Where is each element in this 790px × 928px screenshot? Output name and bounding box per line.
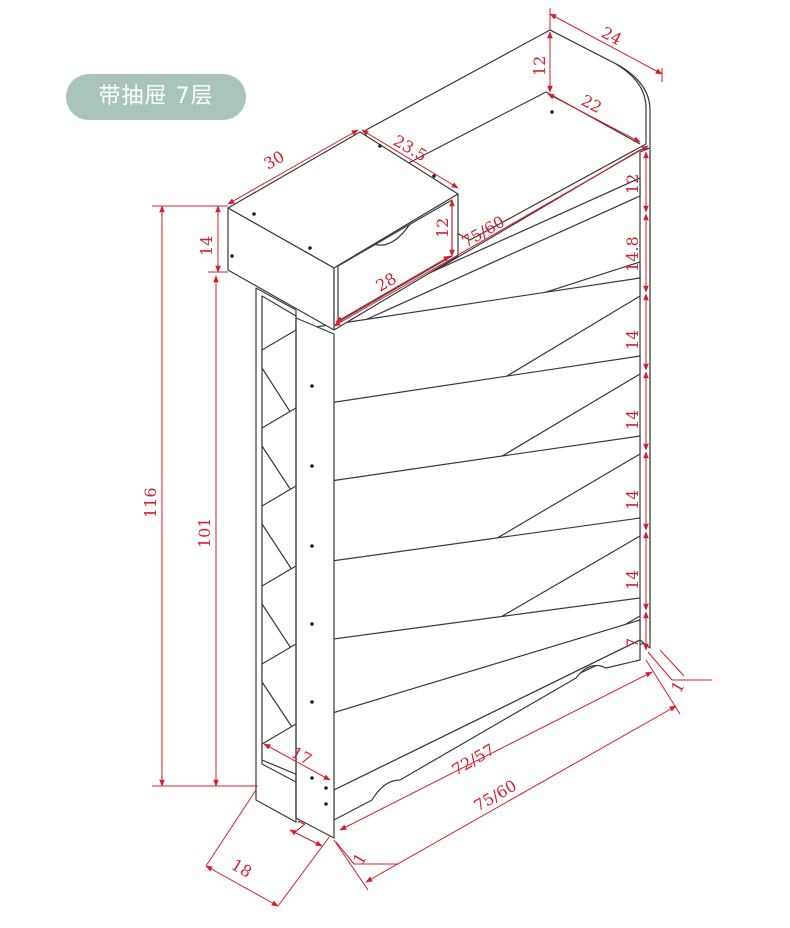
hole — [310, 464, 314, 468]
hole — [252, 212, 256, 216]
hole — [308, 246, 312, 250]
dim-total-depth: 18 — [228, 855, 255, 882]
hole — [310, 544, 314, 548]
dimension-lines — [152, 8, 712, 907]
dim-top-rail-height: 12 — [530, 56, 549, 76]
hole — [550, 110, 554, 114]
dim-top-depth: 24 — [598, 23, 625, 49]
hole — [310, 776, 314, 780]
dim-side-thickness-left: 1 — [349, 850, 371, 868]
hole — [230, 254, 234, 258]
hole — [310, 700, 314, 704]
variant-badge: 带抽屉 7层 — [66, 74, 246, 120]
dim-gap-6: 14 — [623, 570, 642, 590]
dim-total-height: 116 — [141, 487, 160, 518]
dim-gap-3: 14 — [623, 330, 642, 350]
hole — [310, 384, 314, 388]
dim-outer-width: 75/60 — [471, 776, 520, 816]
dim-gap-2: 14.8 — [623, 236, 642, 272]
dim-bottom-gap: 7 — [623, 638, 642, 648]
dim-drawer-inner-height: 12 — [433, 218, 452, 238]
dim-drawer-side-height: 14 — [197, 236, 216, 256]
dim-drawer-width: 30 — [261, 147, 288, 174]
hole — [378, 144, 382, 148]
dim-gap-5: 14 — [623, 490, 642, 510]
rack-structure — [227, 29, 651, 839]
dim-body-height: 101 — [195, 517, 214, 548]
hole — [324, 786, 328, 790]
dim-gap-4: 14 — [623, 410, 642, 430]
dim-gap-1: 12 — [623, 174, 642, 194]
hole — [310, 622, 314, 626]
hole — [324, 802, 328, 806]
